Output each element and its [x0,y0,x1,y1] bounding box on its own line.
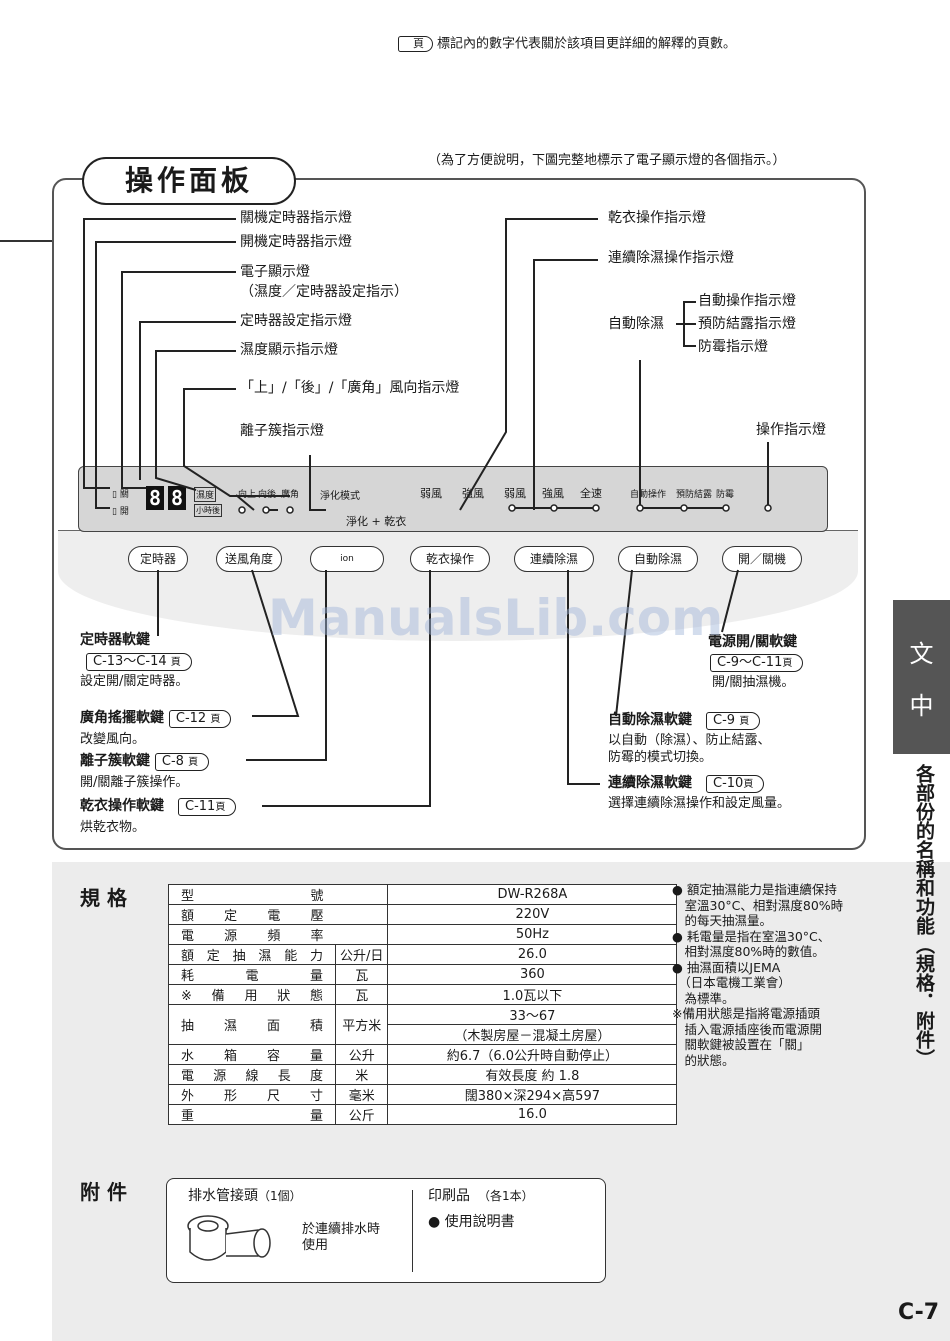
timer-key-ref: C-13～C-14 頁 [86,653,192,671]
panel-title: 操作面板 [82,157,296,205]
timer-key-desc: 設定開/關定時器。 [80,674,189,689]
display-on-label: ▯ 開 [112,507,129,517]
side-divider-line [0,240,52,242]
label-timer-setting-indicator: 定時器設定指示燈 [240,313,352,329]
language-tab: 文 中 [893,600,950,754]
cont-key-title: 連續除濕軟鍵 C-10頁 [608,775,765,793]
label-wind-direction-indicator: 「上」/「後」/「廣角」風向指示燈 [240,380,460,396]
label-operation-indicator: 操作指示燈 [756,422,826,438]
label-mold-prevention: 防霉指示燈 [698,339,768,355]
ion-key-title: 離子簇軟鍵 C-8 頁 [80,753,210,771]
tab-char-2: 中 [909,692,934,720]
accessories-heading: 附 件 [80,1180,127,1204]
table-row: 水箱容量公升約6.7（6.0公升時自動停止） [168,1044,678,1065]
angle-key-title: 廣角搖擺軟鍵 C-12 頁 [80,710,232,728]
label-prevent-condensation: 預防結露指示燈 [698,316,796,332]
display-humidity-label: 濕度 [194,487,217,502]
accessories-divider [412,1190,413,1272]
display-purify-mode-label: 淨化模式 [320,491,360,502]
display-weak2-label: 弱風 [504,487,526,500]
auto-dehumidify-button[interactable]: 自動除濕 [618,546,698,572]
display-off-label: ▯ 關 [112,490,129,500]
display-purify-dry-label: 淨化 + 乾衣 [346,515,407,528]
dry-clothes-button[interactable]: 乾衣操作 [410,546,490,572]
display-weak-label: 弱風 [420,487,442,500]
timer-key-title: 定時器軟鍵 [80,632,150,648]
dry-key-desc: 烘乾衣物。 [80,820,146,835]
ion-key-desc: 開/關離子簇操作。 [80,775,189,790]
label-auto-operation: 自動操作指示燈 [698,293,796,309]
accessories-box [166,1178,606,1283]
continuous-dehumidify-button[interactable]: 連續除濕 [514,546,594,572]
section-vertical-title: 各部份的名稱和功能（規格．附件） [913,764,935,1068]
dry-key-title: 乾衣操作軟鍵 C-11頁 [80,798,237,816]
label-ion-indicator: 離子簇指示燈 [240,423,324,439]
table-row: 外形尺寸毫米闊380×深294×高597 [168,1084,678,1105]
label-display-sub: （濕度／定時器設定指示） [240,284,408,300]
drain-hose-connector-icon [187,1215,271,1261]
display-mold-label: 防霉 [716,490,735,500]
air-angle-button[interactable]: 送風角度 [216,546,282,572]
display-auto-op-label: 自動操作 [630,490,667,500]
spec-notes: ● 額定抽濕能力是指連續保持 室溫30°C、相對濕度80%時 的每天抽濕量。 ●… [672,882,844,1068]
label-on-timer-indicator: 開機定時器指示燈 [240,234,352,250]
segment-digit-1: 8 [146,486,164,510]
angle-key-desc: 改變風向。 [80,732,146,747]
ion-button[interactable]: ion [310,546,384,572]
page-legend: 頁標記內的數字代表關於該項目更詳細的解釋的頁數。 [398,36,736,52]
segment-digit-2: 8 [168,486,186,510]
display-wide-label: 廣角 [281,490,300,500]
display-hours-label: 小時後 [194,504,222,517]
page-number: C-7 [898,1300,940,1325]
cont-key-desc: 選擇連續除濕操作和設定風量。 [608,796,791,811]
acc-item1-desc-1: 於連續排水時 [302,1222,381,1237]
page-ref-pill: 頁 [398,36,433,52]
label-humidity-indicator: 濕度顯示指示燈 [240,342,338,358]
acc-item1-desc-2: 使用 [302,1238,329,1253]
table-row: 電源線長度米有效長度 約 1.8 [168,1064,678,1085]
auto-key-desc-1: 以自動（除濕）、防止結露、 [608,733,771,748]
tab-char-1: 文 [909,640,934,668]
watermark: ManualsLib.com [268,589,724,647]
label-off-timer-indicator: 關機定時器指示燈 [240,210,352,226]
acc-item1-title: 排水管接頭（1個） [188,1188,302,1204]
acc-item2-title: 印刷品 （各1本） [428,1188,534,1204]
auto-key-title: 自動除濕軟鍵 C-9 頁 [608,712,761,730]
legend-text: 標記內的數字代表關於該項目更詳細的解釋的頁數。 [437,36,737,52]
power-key-desc: 開/關抽濕機。 [712,675,795,690]
power-key-title: 電源開/關軟鍵 [708,634,798,650]
power-button[interactable]: 開／關機 [722,546,802,572]
display-full-label: 全速 [580,487,602,500]
label-electronic-display: 電子顯示燈 [240,264,310,280]
label-dry-indicator: 乾衣操作指示燈 [608,210,706,226]
auto-key-desc-2: 防霉的模式切換。 [608,750,713,765]
label-continuous-indicator: 連續除濕操作指示燈 [608,250,734,266]
display-prevent-label: 預防結露 [676,490,713,500]
label-auto-dehumidify-group: 自動除濕 [608,316,664,332]
panel-note: （為了方便說明，下圖完整地標示了電子顯示燈的各個指示。） [428,153,786,168]
power-key-ref: C-9～C-11頁 [710,654,804,672]
display-strong2-label: 強風 [542,487,564,500]
acc-item2-list: ● 使用說明書 [428,1214,515,1230]
display-panel [78,466,828,532]
specs-heading: 規 格 [80,886,127,910]
